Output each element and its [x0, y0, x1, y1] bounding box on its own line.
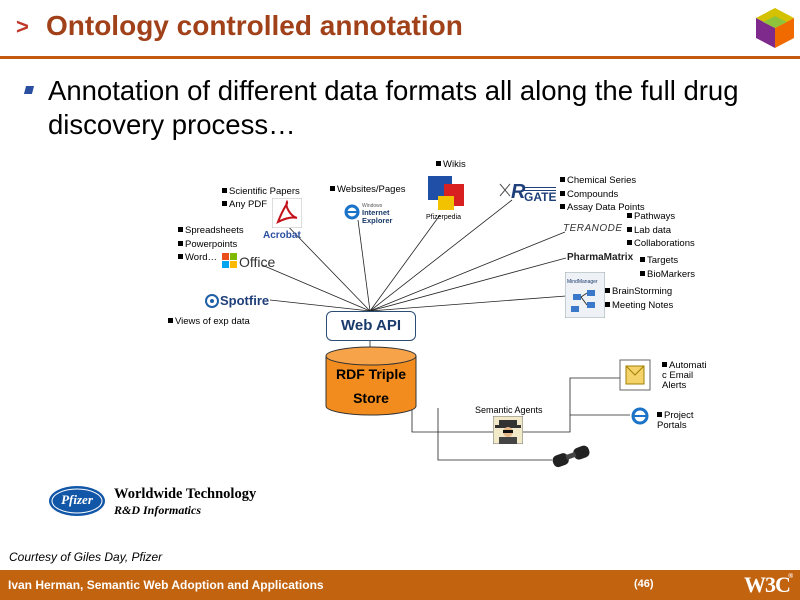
- bullet-text: Annotation of different data formats all…: [48, 75, 739, 140]
- email-alert-icon: [619, 359, 651, 391]
- pfizer-logo-icon: [49, 486, 105, 516]
- label-meeting-notes: Meeting Notes: [605, 299, 673, 312]
- secret-agent-icon: [493, 416, 523, 444]
- label-any-pdf: Any PDF: [222, 198, 267, 211]
- rgate-r-icon: R: [511, 181, 526, 203]
- web-api-box: Web API: [326, 311, 416, 341]
- acrobat-label: Acrobat: [263, 230, 301, 241]
- label-collaborations: Collaborations: [627, 237, 695, 250]
- footer-bar: [0, 570, 800, 600]
- label-wikis: Wikis: [436, 158, 466, 171]
- pharmamatrix-logo: PharmaMatrix: [567, 252, 634, 263]
- teranode-logo: TERANODE: [563, 223, 623, 234]
- footer-text: Ivan Herman, Semantic Web Adoption and A…: [8, 578, 324, 592]
- mindmanager-label: MindManager: [567, 279, 598, 285]
- molecule-icon: [499, 183, 511, 197]
- w3c-logo[interactable]: W3C®: [744, 572, 793, 597]
- internet-explorer-icon: [344, 204, 360, 220]
- label-word: Word…: [178, 251, 217, 264]
- rdf-store-label-2: Store: [353, 390, 389, 406]
- label-biomarkers: BioMarkers: [640, 268, 695, 281]
- acrobat-icon: [272, 198, 302, 228]
- pfizerpedia-label: Pfizerpedia: [426, 214, 462, 221]
- label-brainstorming: BrainStorming: [605, 285, 672, 298]
- binoculars-icon: [552, 445, 590, 468]
- ie-small-label: Windows: [362, 203, 383, 209]
- rdf-store-label: RDF Triple: [335, 366, 406, 382]
- rgate-label: GATE: [524, 187, 557, 203]
- label-lab-data: Lab data: [627, 224, 671, 237]
- office-logo-icon: [222, 253, 237, 268]
- rd-informatics-label: R&D Informatics: [114, 503, 202, 517]
- spotfire-logo-icon: [205, 294, 219, 308]
- label-views-exp-data: Views of exp data: [168, 315, 250, 328]
- label-websites: Websites/Pages: [330, 183, 405, 196]
- worldwide-technology-label: Worldwide Technology: [114, 486, 257, 502]
- label-project-portals: Project Portals: [657, 410, 694, 431]
- courtesy-note: Courtesy of Giles Day, Pfizer: [9, 550, 163, 564]
- label-targets: Targets: [640, 254, 678, 267]
- semantic-agents-label: Semantic Agents: [475, 405, 543, 415]
- label-chemical-series: Chemical Series: [560, 174, 636, 187]
- mindmanager-icon: [565, 272, 605, 318]
- label-spreadsheets: Spreadsheets: [178, 224, 244, 237]
- w3c-cube-icon: [756, 8, 794, 48]
- title-rule: [0, 56, 800, 59]
- label-pathways: Pathways: [627, 210, 675, 223]
- pfizer-logo-text: Pfizer: [61, 492, 93, 507]
- label-auto-email-alerts: Automati c Email Alerts: [662, 360, 707, 391]
- label-assay-data-points: Assay Data Points: [560, 201, 645, 214]
- page-title: Ontology controlled annotation: [46, 10, 463, 41]
- spotfire-label: Spotfire: [220, 293, 270, 308]
- label-scientific-papers: Scientific Papers: [222, 185, 300, 198]
- label-powerpoints: Powerpoints: [178, 238, 237, 251]
- project-portal-ie-icon: [631, 407, 649, 425]
- page-number: (46): [634, 578, 654, 590]
- office-label: Office: [239, 254, 276, 270]
- label-compounds: Compounds: [560, 188, 618, 201]
- title-arrow: >: [16, 14, 29, 39]
- rdf-store-cylinder-icon: [325, 346, 417, 416]
- pfizerpedia-icon: [428, 176, 464, 210]
